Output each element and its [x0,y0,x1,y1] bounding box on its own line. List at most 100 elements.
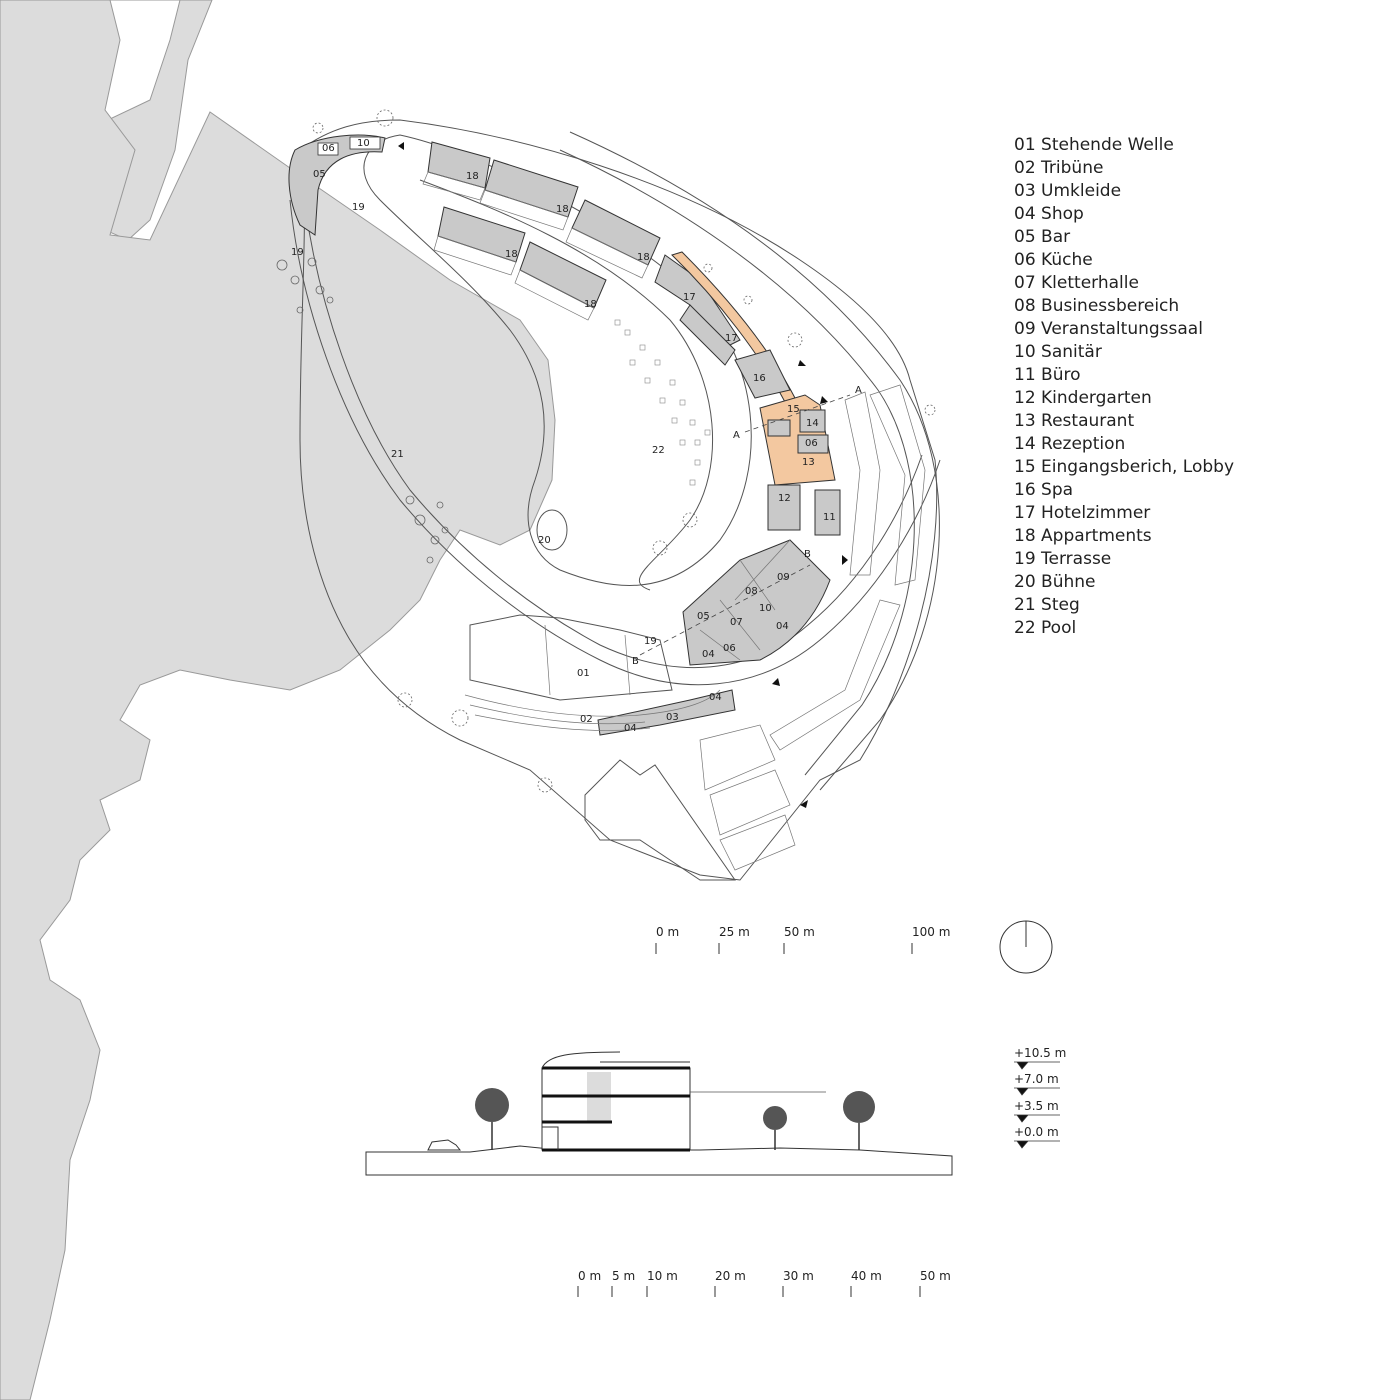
svg-text:20 m: 20 m [715,1269,746,1283]
svg-text:02 Tribüne: 02 Tribüne [1014,158,1103,178]
svg-text:17: 17 [683,292,696,303]
svg-text:16 Spa: 16 Spa [1014,480,1073,500]
bar-building-nw [288,134,386,236]
svg-text:5 m: 5 m [612,1269,635,1283]
road-east-inner [559,149,915,776]
svg-text:13: 13 [802,457,815,468]
event-hall-complex [682,539,831,666]
svg-text:+10.5 m: +10.5 m [1014,1046,1066,1060]
svg-text:05: 05 [313,169,326,180]
svg-text:21: 21 [391,449,404,460]
office [814,489,841,536]
svg-text:11 Büro: 11 Büro [1014,365,1081,385]
pool-ring [419,179,714,591]
section-scale-bar: 0 m 5 m 10 m 20 m 30 m 40 m 50 m [577,1269,951,1297]
svg-text:14 Rezeption: 14 Rezeption [1014,434,1125,454]
svg-text:14: 14 [806,418,819,429]
svg-text:05: 05 [697,611,710,622]
pool-seating [614,319,711,486]
svg-text:01 Stehende Welle: 01 Stehende Welle [1014,135,1174,155]
svg-text:B: B [804,549,811,560]
svg-text:+3.5 m: +3.5 m [1014,1099,1059,1113]
svg-text:50 m: 50 m [920,1269,951,1283]
apartment-blocks [422,141,661,321]
parking-rows [699,384,926,871]
svg-text:05 Bar: 05 Bar [1014,227,1070,247]
site-boundary [299,119,938,881]
svg-text:06 Küche: 06 Küche [1014,250,1093,270]
svg-text:A: A [855,385,862,396]
svg-text:19: 19 [352,202,365,213]
svg-text:18: 18 [637,252,650,263]
svg-text:04 Shop: 04 Shop [1014,204,1084,224]
trees [312,109,936,793]
svg-text:25 m: 25 m [719,925,750,939]
svg-text:09: 09 [777,572,790,583]
svg-text:+0.0 m: +0.0 m [1014,1125,1059,1139]
svg-text:50 m: 50 m [784,925,815,939]
svg-text:03 Umkleide: 03 Umkleide [1014,181,1121,201]
access-road-south [584,759,736,881]
svg-text:17: 17 [725,333,738,344]
svg-text:08 Businessbereich: 08 Businessbereich [1014,296,1179,316]
svg-text:10: 10 [357,138,370,149]
svg-text:A: A [733,430,740,441]
svg-text:04: 04 [776,621,789,632]
rocks [276,257,449,564]
svg-text:04: 04 [709,692,722,703]
svg-text:B: B [632,656,639,667]
road-east [569,131,940,791]
svg-text:10 Sanitär: 10 Sanitär [1014,342,1102,362]
section-drawing [365,1051,953,1176]
svg-text:03: 03 [666,712,679,723]
svg-text:12 Kindergarten: 12 Kindergarten [1014,388,1152,408]
svg-text:18: 18 [584,299,597,310]
svg-text:15: 15 [787,404,800,415]
svg-text:19: 19 [291,247,304,258]
svg-text:06: 06 [805,438,818,449]
svg-text:22: 22 [652,445,665,456]
stage-ellipse [536,509,568,551]
legend: 01 Stehende Welle 02 Tribüne 03 Umkleide… [1014,135,1234,638]
plan-scale-bar: 0 m 25 m 50 m 100 m [655,925,950,954]
svg-text:+7.0 m: +7.0 m [1014,1072,1059,1086]
svg-text:40 m: 40 m [851,1269,882,1283]
svg-text:22 Pool: 22 Pool [1014,618,1076,638]
svg-text:01: 01 [577,668,590,679]
tribune-and-changing [597,689,736,736]
svg-text:17 Hotelzimmer: 17 Hotelzimmer [1014,503,1150,523]
svg-text:21 Steg: 21 Steg [1014,595,1080,615]
svg-text:18: 18 [505,249,518,260]
svg-text:10: 10 [759,603,772,614]
svg-text:20 Bühne: 20 Bühne [1014,572,1095,592]
svg-text:19: 19 [644,636,657,647]
section-line-a [744,394,851,433]
section-trees [475,1088,875,1150]
entrance-arrow-icon [398,142,848,808]
svg-text:04: 04 [624,723,637,734]
svg-text:18: 18 [466,171,479,182]
svg-text:12: 12 [778,493,791,504]
svg-text:07 Kletterhalle: 07 Kletterhalle [1014,273,1139,293]
spa-block [734,349,791,399]
svg-text:0 m: 0 m [578,1269,601,1283]
svg-text:100 m: 100 m [912,925,950,939]
svg-text:0 m: 0 m [656,925,679,939]
svg-text:09 Veranstaltungssaal: 09 Veranstaltungssaal [1014,319,1203,339]
svg-text:19 Terrasse: 19 Terrasse [1014,549,1111,569]
svg-text:10 m: 10 m [647,1269,678,1283]
svg-text:18 Appartments: 18 Appartments [1014,526,1152,546]
svg-text:16: 16 [753,373,766,384]
svg-text:02: 02 [580,714,593,725]
promenade-outer [289,199,941,686]
svg-text:08: 08 [745,586,758,597]
svg-text:04: 04 [702,649,715,660]
north-arrow-icon [999,920,1053,974]
kindergarten [767,484,801,531]
svg-text:06: 06 [322,143,335,154]
promenade-inner [304,204,923,669]
plan-labels: 10 06 05 19 19 21 18 18 18 18 18 17 17 1… [291,138,862,734]
svg-text:18: 18 [556,204,569,215]
svg-text:11: 11 [823,512,836,523]
standing-wave-basin [469,614,673,701]
